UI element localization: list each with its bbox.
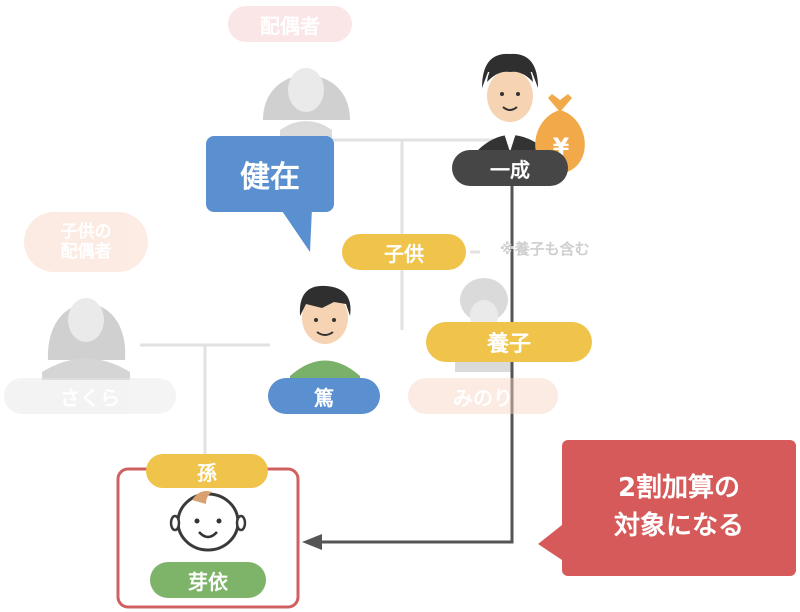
- sakura-name-label: さくら: [4, 378, 176, 414]
- child-spouse-person-icon: [42, 298, 130, 380]
- minori-name-label: みのり: [408, 378, 558, 414]
- gift-arrow-line: [320, 180, 514, 544]
- spouse-person-icon: [263, 68, 350, 140]
- callout-pointer: [538, 525, 562, 560]
- healthy-speech-bubble: 健在: [206, 136, 334, 212]
- adopted-note: ※養子も含む: [500, 239, 590, 258]
- surcharge-callout: 2割加算の 対象になる: [562, 440, 796, 576]
- spouse-label: 配偶者: [228, 6, 352, 42]
- grandfather-person-icon: [478, 53, 546, 160]
- adopted-relation-label: 養子: [426, 322, 592, 362]
- grandfather-name-label: 一成: [452, 150, 568, 186]
- atsushi-name-label: 篤: [268, 378, 380, 414]
- child-spouse-label: 子供の 配偶者: [24, 212, 148, 272]
- child-relation-label: 子供: [342, 234, 466, 270]
- baby-face-icon: [169, 491, 247, 552]
- atsushi-person-icon: [290, 285, 360, 384]
- bubble-tail: [280, 208, 312, 252]
- grandchild-relation-label: 孫: [146, 454, 268, 488]
- arrow-head-icon: [302, 534, 322, 550]
- background-tree-lines: [140, 138, 500, 465]
- mei-name-label: 芽依: [150, 562, 266, 598]
